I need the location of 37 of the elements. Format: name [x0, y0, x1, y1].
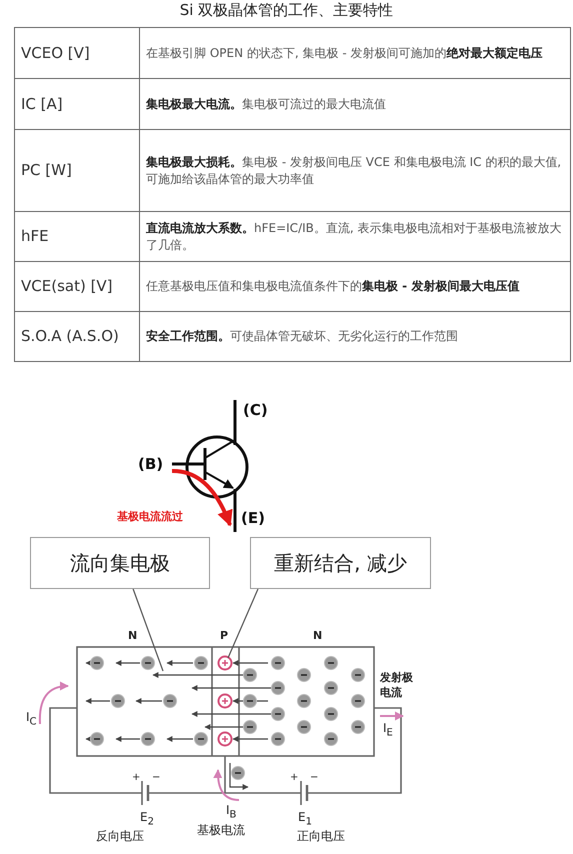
- table-cell: 集电极最大电流。集电极可流过的最大电流值: [140, 78, 570, 130]
- polarity-sign: −: [310, 772, 318, 783]
- table-cell: IC [A]: [14, 78, 140, 130]
- leader-line: [227, 588, 259, 658]
- battery-label: E$_{1}$: [298, 810, 312, 828]
- table-cell: 安全工作范围。可使晶体管无破坏、无劣化运行的工作范围: [140, 312, 570, 362]
- current-label: 发射极电流: [380, 670, 414, 700]
- arrow-label: 基极电流流过: [117, 509, 183, 524]
- table-cell: 任意基极电压值和集电极电流值条件下的集电极 - 发射极间最大电压值: [140, 262, 570, 312]
- table-cell: VCEO [V]: [14, 28, 140, 78]
- polarity-sign: +: [132, 772, 140, 783]
- polarity-sign: +: [290, 772, 298, 783]
- current-label: I$_{B}$: [226, 803, 236, 820]
- table-cell: 在基极引脚 OPEN 的状态下, 集电极 - 发射极间可施加的绝对最大额定电压: [140, 28, 570, 78]
- voltage-label: 正向电压: [297, 828, 345, 845]
- callout-box: 重新结合, 减少: [250, 537, 431, 589]
- terminal-label: (E): [241, 509, 265, 527]
- terminal-label: (C): [243, 401, 268, 419]
- current-label: 基极电流: [197, 822, 245, 839]
- table-cell: 集电极最大损耗。集电极 - 发射极间电压 VCE 和集电极电流 IC 的积的最大值, 可施加给该晶体管的最大功率值: [140, 130, 570, 212]
- title: Si 双极晶体管的工作、主要特性: [178, 1, 394, 20]
- region-label: N: [128, 629, 138, 642]
- table-cell: S.O.A (A.S.O): [14, 312, 140, 362]
- region-label: P: [220, 629, 228, 642]
- region-label: N: [313, 629, 322, 642]
- battery-label: E$_{2}$: [140, 810, 154, 828]
- voltage-label: 反向电压: [96, 828, 144, 845]
- leader-line: [132, 588, 164, 672]
- table-cell: 直流电流放大系数。hFE=IC/IB。直流, 表示集电极电流相对于基极电流被放大了几倍。: [140, 212, 570, 262]
- current-label: I$_{C}$: [26, 710, 37, 728]
- terminal-label: (B): [138, 455, 164, 473]
- current-label: I$_{E}$: [383, 721, 393, 738]
- table-cell: VCE(sat) [V]: [14, 262, 140, 312]
- table-cell: PC [W]: [14, 130, 140, 212]
- callout-box: 流向集电极: [30, 537, 210, 589]
- table-cell: hFE: [14, 212, 140, 262]
- polarity-sign: −: [152, 772, 160, 783]
